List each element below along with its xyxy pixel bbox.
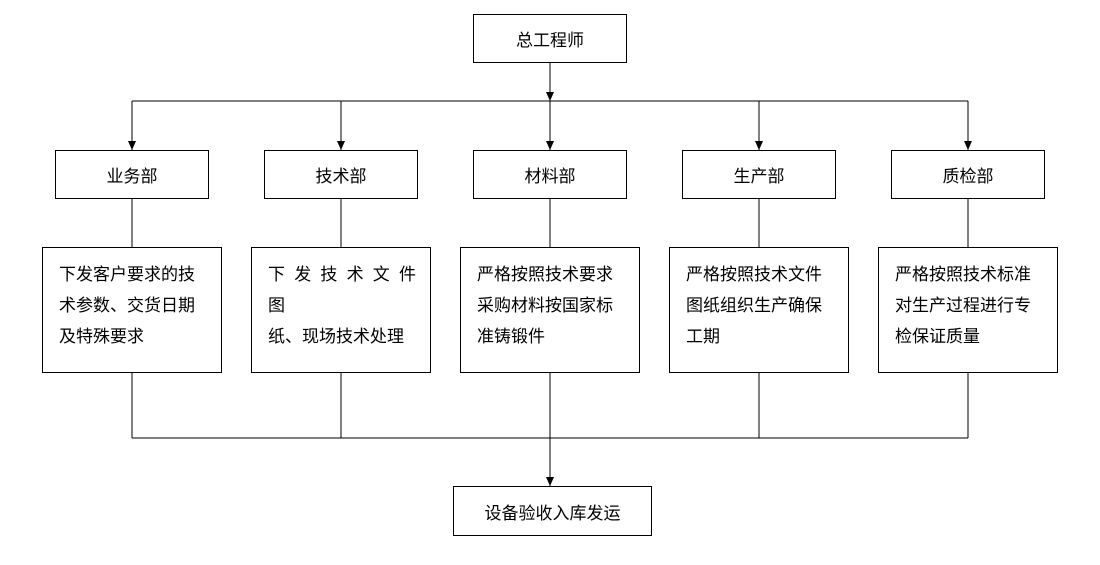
shipping-label: 设备验收入库发运 — [484, 503, 621, 524]
dept-box-production: 生产部 — [682, 150, 836, 199]
desc-line: 检保证质量 — [895, 327, 980, 347]
desc-line: 下 发 技 术 文 件 图 — [268, 265, 416, 316]
desc-line: 准铸锻件 — [477, 327, 545, 347]
desc-line: 及特殊要求 — [59, 327, 144, 347]
dept-label: 质检部 — [942, 167, 994, 187]
desc-line: 术参数、交货日期 — [59, 296, 195, 316]
shipping-box: 设备验收入库发运 — [453, 486, 652, 536]
desc-line: 工期 — [686, 327, 720, 347]
desc-box-quality: 严格按照技术标准 对生产过程进行专 检保证质量 — [878, 247, 1058, 373]
dept-label: 生产部 — [733, 167, 785, 187]
dept-box-business: 业务部 — [55, 150, 209, 199]
desc-line: 图纸组织生产确保 — [686, 296, 822, 316]
desc-line: 纸、现场技术处理 — [268, 327, 404, 347]
dept-box-materials: 材料部 — [473, 150, 627, 199]
desc-line: 严格按照技术标准 — [895, 265, 1031, 285]
dept-box-technical: 技术部 — [264, 150, 418, 199]
desc-line: 采购材料按国家标 — [477, 296, 613, 316]
dept-label: 材料部 — [524, 167, 576, 187]
dept-label: 业务部 — [106, 167, 158, 187]
desc-line: 下发客户要求的技 — [59, 265, 195, 285]
desc-box-production: 严格按照技术文件 图纸组织生产确保 工期 — [669, 247, 849, 373]
chief-engineer-box: 总工程师 — [473, 14, 627, 63]
chief-engineer-label: 总工程师 — [516, 31, 584, 51]
desc-line: 严格按照技术要求 — [477, 265, 613, 285]
desc-line: 严格按照技术文件 — [686, 265, 822, 285]
dept-box-quality: 质检部 — [891, 150, 1045, 199]
desc-box-technical: 下 发 技 术 文 件 图 纸、现场技术处理 — [251, 247, 431, 373]
dept-label: 技术部 — [315, 167, 367, 187]
desc-box-business: 下发客户要求的技 术参数、交货日期 及特殊要求 — [42, 247, 222, 373]
desc-line: 对生产过程进行专 — [895, 296, 1031, 316]
desc-box-materials: 严格按照技术要求 采购材料按国家标 准铸锻件 — [460, 247, 640, 373]
